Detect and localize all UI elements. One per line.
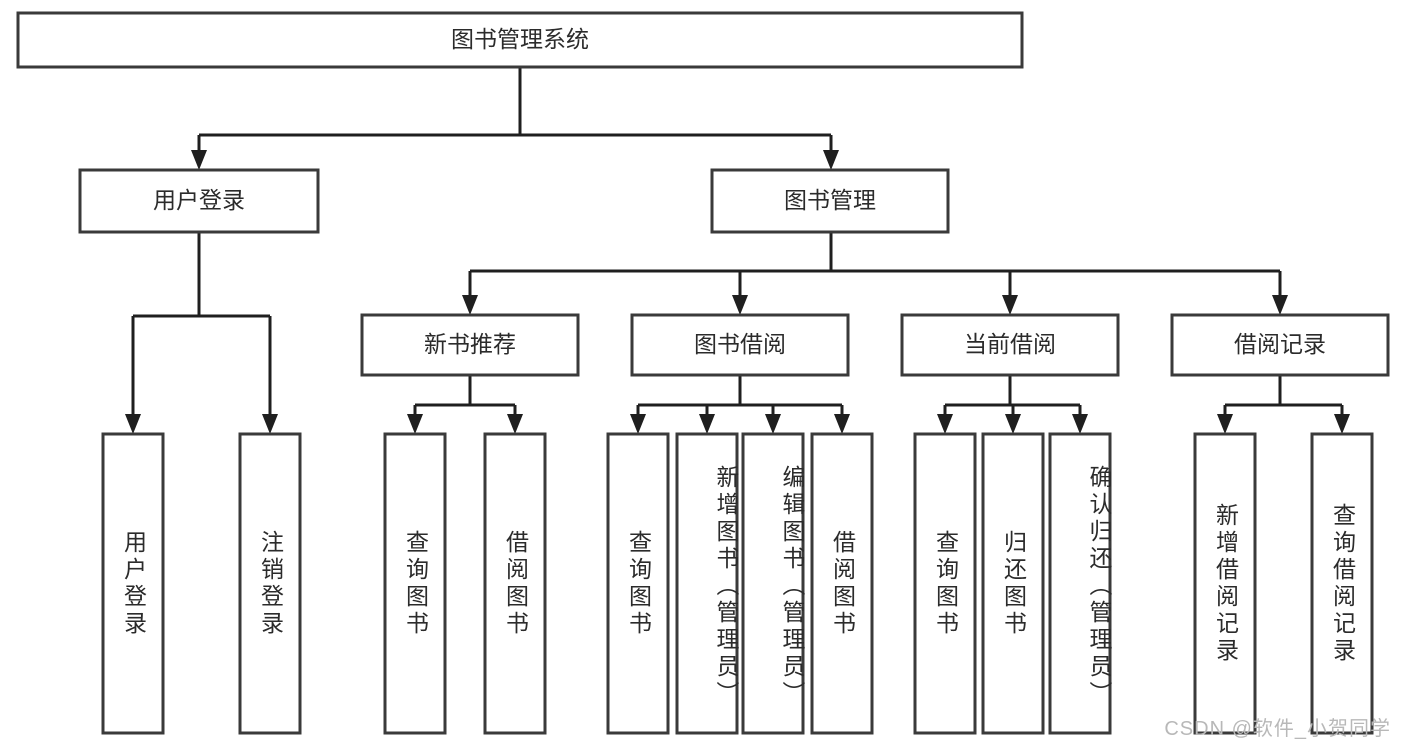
- leaf-box-nb-borrow-book[interactable]: [483, 432, 547, 735]
- arrow-head-br-leaf-1: [1217, 414, 1233, 434]
- arrow-head-leaf-logout: [262, 414, 278, 434]
- node-user-login[interactable]: 用户登录: [78, 168, 320, 234]
- arrow-head-new-book: [462, 295, 478, 315]
- node-book-management[interactable]: 图书管理: [710, 168, 950, 234]
- arrow-head-current-borrow: [1002, 295, 1018, 315]
- node-borrow-record[interactable]: 借阅记录: [1170, 313, 1390, 377]
- leaf-box-br-query-record[interactable]: [1310, 432, 1374, 735]
- leaf-box-logout[interactable]: [238, 432, 302, 735]
- node-current-borrow[interactable]: 当前借阅: [900, 313, 1120, 377]
- leaf-box-bb-borrow-book[interactable]: [810, 432, 874, 735]
- arrow-head-cb-leaf-1: [937, 414, 953, 434]
- leaf-box-cb-return-book[interactable]: [981, 432, 1045, 735]
- node-new-book-recommend-label: 新书推荐: [424, 331, 516, 357]
- node-user-login-label: 用户登录: [153, 187, 245, 213]
- arrow-head-nb-leaf-1: [407, 414, 423, 434]
- node-book-borrow-label: 图书借阅: [694, 331, 786, 357]
- connectors-book-mgmt-to-level3: [462, 232, 1288, 315]
- arrow-head-cb-leaf-3: [1072, 414, 1088, 434]
- arrow-head-borrow-record: [1272, 295, 1288, 315]
- leaf-box-bb-edit-book[interactable]: [741, 432, 805, 735]
- node-book-management-box[interactable]: [710, 168, 950, 234]
- leaf-box-nb-query-book[interactable]: [383, 432, 447, 735]
- arrow-head-leaf-user-login: [125, 414, 141, 434]
- node-user-login-box[interactable]: [78, 168, 320, 234]
- arrow-head-bb-leaf-2: [699, 414, 715, 434]
- node-borrow-record-label: 借阅记录: [1234, 331, 1326, 357]
- csdn-watermark: CSDN @软件_小贺同学: [1164, 718, 1391, 740]
- node-new-book-recommend[interactable]: 新书推荐: [360, 313, 580, 377]
- leaf-box-user-login[interactable]: [101, 432, 165, 735]
- leaf-box-br-add-record[interactable]: [1193, 432, 1257, 735]
- arrow-head-bb-leaf-4: [834, 414, 850, 434]
- arrow-head-cb-leaf-2: [1005, 414, 1021, 434]
- node-current-borrow-label: 当前借阅: [964, 331, 1056, 357]
- node-book-management-label: 图书管理: [784, 187, 876, 213]
- connectors-book-borrow-to-leaves: [630, 375, 850, 434]
- connectors-borrow-record-to-leaves: [1217, 375, 1350, 434]
- leaf-box-bb-add-book[interactable]: [675, 432, 739, 735]
- arrow-head-book-borrow: [732, 295, 748, 315]
- node-root-label: 图书管理系统: [451, 26, 589, 52]
- leaf-box-cb-confirm-return[interactable]: [1048, 432, 1112, 735]
- node-borrow-record-box[interactable]: [1170, 313, 1390, 377]
- node-new-book-recommend-box[interactable]: [360, 313, 580, 377]
- arrow-head-bb-leaf-1: [630, 414, 646, 434]
- arrow-head-user-login: [191, 150, 207, 170]
- connectors-root-to-level2: [191, 67, 839, 170]
- connectors-current-borrow-to-leaves: [937, 375, 1088, 434]
- arrow-head-bb-leaf-3: [765, 414, 781, 434]
- leaf-box-cb-query-book[interactable]: [913, 432, 977, 735]
- node-root[interactable]: 图书管理系统: [16, 11, 1024, 69]
- arrow-head-br-leaf-2: [1334, 414, 1350, 434]
- node-current-borrow-box[interactable]: [900, 313, 1120, 377]
- connectors-new-book-to-leaves: [407, 375, 523, 434]
- arrow-head-book-mgmt: [823, 150, 839, 170]
- connectors-user-login-to-leaves: [125, 232, 278, 434]
- node-book-borrow[interactable]: 图书借阅: [630, 313, 850, 377]
- node-book-borrow-box[interactable]: [630, 313, 850, 377]
- leaf-box-bb-query-book[interactable]: [606, 432, 670, 735]
- arrow-head-nb-leaf-2: [507, 414, 523, 434]
- node-root-box[interactable]: [16, 11, 1024, 69]
